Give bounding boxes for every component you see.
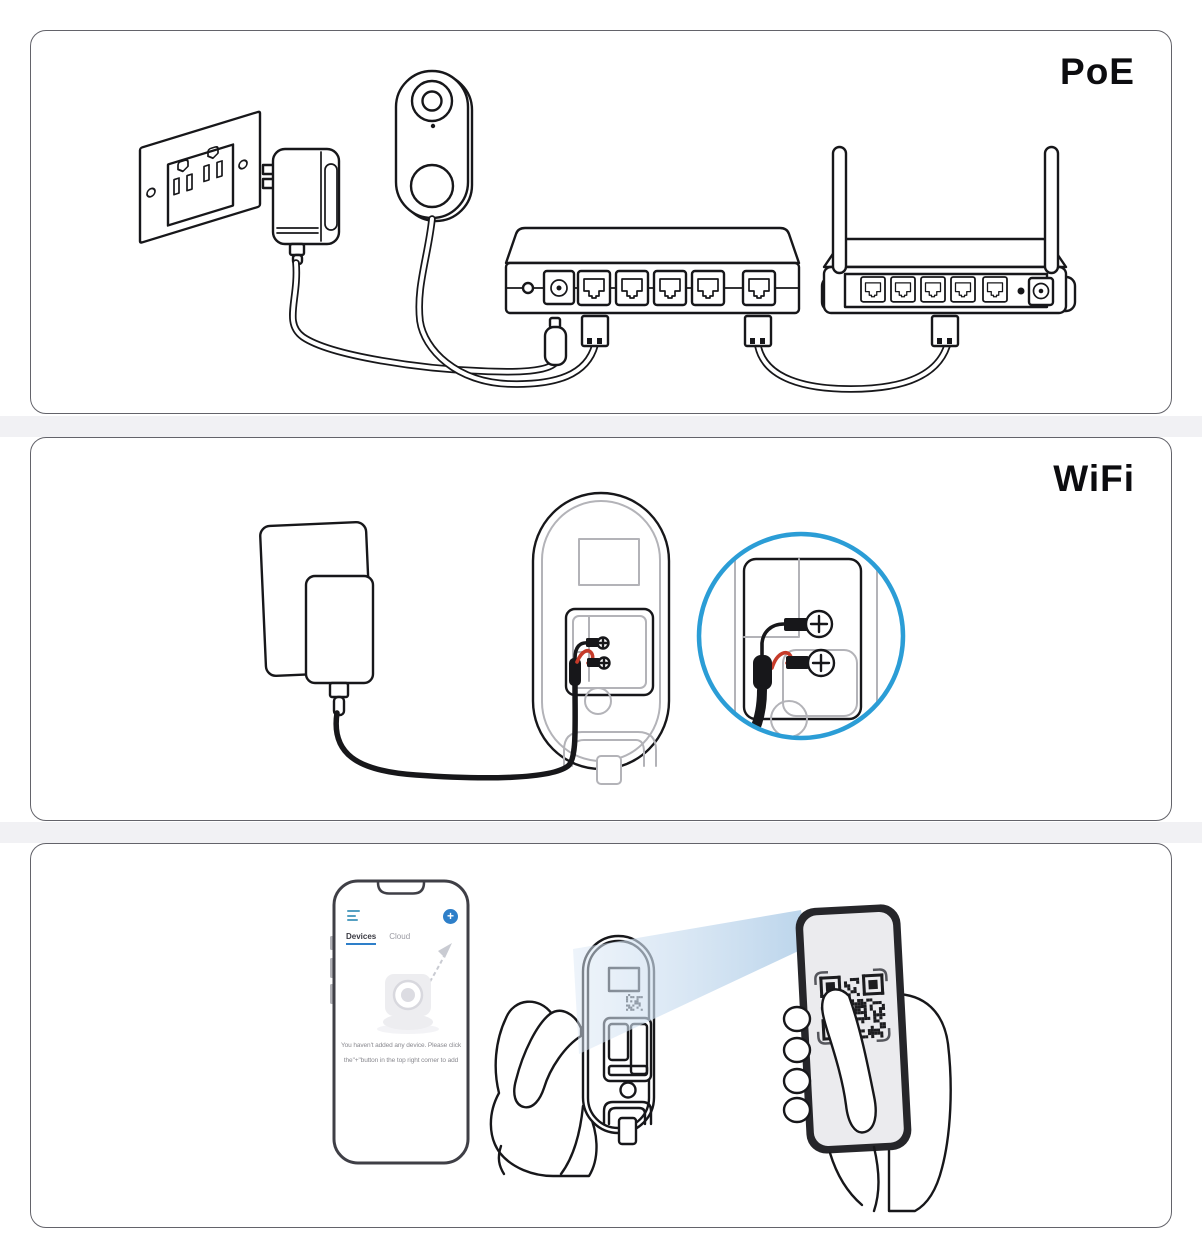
battery-slot	[578, 538, 640, 586]
ethernet-port-icon	[690, 269, 726, 307]
reset-hole-icon	[521, 281, 535, 295]
ethernet-patch-cable	[754, 342, 951, 393]
terminal-detail-zoom	[696, 531, 906, 741]
arrow-to-add-icon	[422, 953, 446, 995]
mount-bracket	[563, 731, 657, 767]
poe-injector	[504, 226, 801, 315]
doorbell-back	[531, 491, 671, 785]
lan-port-icon	[920, 276, 946, 303]
arrow-head-icon	[438, 943, 452, 958]
left-wrist-line	[559, 1104, 585, 1176]
poe-panel-title: PoE	[1060, 51, 1135, 92]
ethernet-plug	[930, 314, 960, 348]
poe-illustration	[138, 69, 1077, 393]
right-wrist-line	[828, 1151, 864, 1207]
mount-bracket	[602, 1100, 653, 1126]
app-setup-panel: + Devices Cloud You haven't added any dev…	[30, 843, 1172, 1228]
qr-scan-frame-icon	[814, 968, 891, 1045]
zoom-ring-icon	[696, 531, 906, 741]
left-wrist-line	[497, 1144, 506, 1176]
ethernet-port-icon	[652, 269, 688, 307]
mount-tab	[617, 1116, 638, 1146]
wifi-illustration	[259, 491, 906, 785]
speaker-hole-icon	[584, 687, 612, 715]
left-thumb	[513, 1009, 583, 1109]
camera-watermark-icon	[377, 974, 439, 1034]
right-wrist-line	[872, 1145, 880, 1213]
menu-icon[interactable]	[347, 910, 360, 924]
wifi-panel-title: WiFi	[1053, 458, 1135, 499]
add-device-button[interactable]: +	[443, 909, 458, 924]
router-button-icon	[1017, 287, 1025, 295]
doorbell-camera-front	[394, 69, 474, 223]
panel-gap	[0, 822, 1202, 843]
terminal-wiring	[569, 636, 611, 686]
power-cable	[333, 681, 578, 781]
antenna-icon	[1043, 145, 1060, 275]
speaker-hole-icon	[619, 1081, 637, 1099]
power-adapter	[261, 147, 341, 266]
dc-jack-icon	[542, 269, 576, 306]
wall-outlet	[138, 110, 262, 244]
doorbell-button-icon	[409, 163, 455, 209]
smartphone-app	[330, 879, 470, 1165]
adapter-cable	[289, 259, 559, 376]
terminal-screw-icon	[596, 636, 610, 650]
panel-gap	[0, 416, 1202, 437]
ethernet-plug	[580, 314, 610, 348]
outlet-screw-icon	[238, 159, 248, 170]
antenna-icon	[831, 145, 848, 275]
lan-port-icon	[950, 276, 976, 303]
right-fingertips	[782, 1005, 812, 1124]
tab-devices[interactable]: Devices	[346, 932, 377, 945]
wan-port-icon	[982, 276, 1008, 303]
doorbell-lens-icon	[410, 79, 454, 123]
lan-port-icon	[890, 276, 916, 303]
wifi-router	[820, 145, 1077, 315]
mount-tab	[596, 755, 622, 785]
terminal-screw-icon	[597, 656, 611, 670]
tab-cloud[interactable]: Cloud	[389, 932, 411, 941]
empty-device-hint: You haven't added any device. Please cli…	[340, 1042, 462, 1064]
power-adapter	[259, 520, 375, 717]
right-thumb	[820, 988, 877, 1134]
ethernet-port-icon	[576, 269, 612, 307]
terminal-screw-icon	[806, 648, 836, 678]
app-screen: + Devices Cloud You haven't added any dev…	[337, 888, 465, 1156]
dc-plug	[543, 316, 568, 367]
wifi-connection-panel: WiFi	[30, 437, 1172, 821]
ethernet-plug	[743, 314, 773, 348]
terminal-screw-icon	[804, 609, 834, 639]
setup-illustration	[330, 879, 952, 1213]
lan-port-icon	[860, 276, 886, 303]
ethernet-uplink-port-icon	[741, 269, 777, 307]
outlet-screw-icon	[146, 187, 156, 198]
scan-beam	[573, 910, 807, 1054]
doorbell-cable	[415, 215, 599, 388]
doorbell-mic-dot	[430, 123, 436, 129]
poe-connection-panel: PoE	[30, 30, 1172, 414]
phone-notch	[376, 882, 426, 895]
dc-jack-icon	[1027, 276, 1055, 307]
ethernet-port-icon	[614, 269, 650, 307]
